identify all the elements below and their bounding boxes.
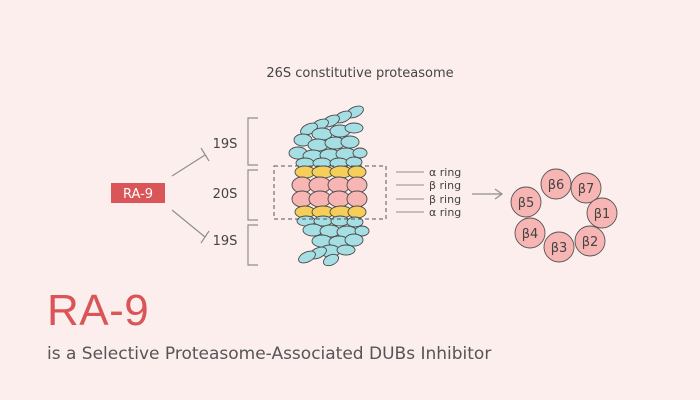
- proteasome-complex: [288, 105, 370, 267]
- beta-subunit-7: β7: [570, 172, 602, 204]
- ring-label-beta-bottom: β ring: [429, 193, 461, 206]
- label-19s-bottom: 19S: [213, 234, 238, 249]
- beta-ring-bottom: [291, 190, 368, 208]
- core-20s: [291, 165, 368, 219]
- headline: RA-9: [47, 286, 150, 335]
- beta-ring-top: [291, 176, 368, 194]
- bracket-19s-top: [247, 117, 258, 166]
- diagram-title: 26S constitutive proteasome: [266, 66, 453, 81]
- inhibition-bar-top: [200, 147, 210, 162]
- bracket-20s: [247, 169, 258, 221]
- inhibitor-box: [111, 183, 165, 203]
- label-20s: 20S: [213, 187, 238, 202]
- beta-subunit-5: β5: [510, 186, 542, 218]
- inhibition-line-top: [171, 154, 206, 177]
- core-20s-highlight-box: [273, 165, 387, 220]
- bracket-19s-bottom: [247, 224, 258, 266]
- cap-19s-top: [288, 105, 368, 169]
- ring-leader-lines: [396, 171, 424, 213]
- beta-subunit-3: β3: [543, 231, 575, 263]
- beta-subunit-label: β1: [594, 207, 611, 222]
- beta-subunit-label: β5: [518, 196, 535, 211]
- beta-subunit-label: β7: [578, 182, 595, 197]
- beta-subunit-4: β4: [514, 217, 546, 249]
- inhibitor-label: RA-9: [123, 187, 153, 202]
- beta-subunit-label: β3: [551, 241, 568, 256]
- beta-subunit-6: β6: [540, 168, 572, 200]
- subline: is a Selective Proteasome-Associated DUB…: [47, 344, 492, 364]
- beta-subunit-label: β4: [522, 227, 539, 242]
- alpha-ring-top: [294, 165, 367, 179]
- inhibition-line-bottom: [171, 209, 206, 238]
- ring-labels: α ring β ring β ring α ring: [429, 166, 461, 219]
- ring-label-alpha-top: α ring: [429, 166, 461, 179]
- inhibition-bar-bottom: [200, 230, 210, 244]
- alpha-ring-bottom: [294, 205, 367, 219]
- ring-label-beta-top: β ring: [429, 179, 461, 192]
- subunit-brackets: [247, 117, 258, 266]
- beta-ring-detail: β6 β7 β1 β2 β3 β4 β5: [510, 168, 618, 263]
- beta-subunit-2: β2: [574, 225, 606, 257]
- ring-label-alpha-bottom: α ring: [429, 206, 461, 219]
- beta-subunit-label: β6: [548, 178, 565, 193]
- beta-subunit-label: β2: [582, 235, 599, 250]
- label-19s-top: 19S: [213, 137, 238, 152]
- detail-arrow: [472, 188, 504, 200]
- inhibition-arrows: [171, 147, 210, 244]
- beta-subunit-1: β1: [586, 197, 618, 229]
- cap-19s-bottom: [296, 215, 370, 267]
